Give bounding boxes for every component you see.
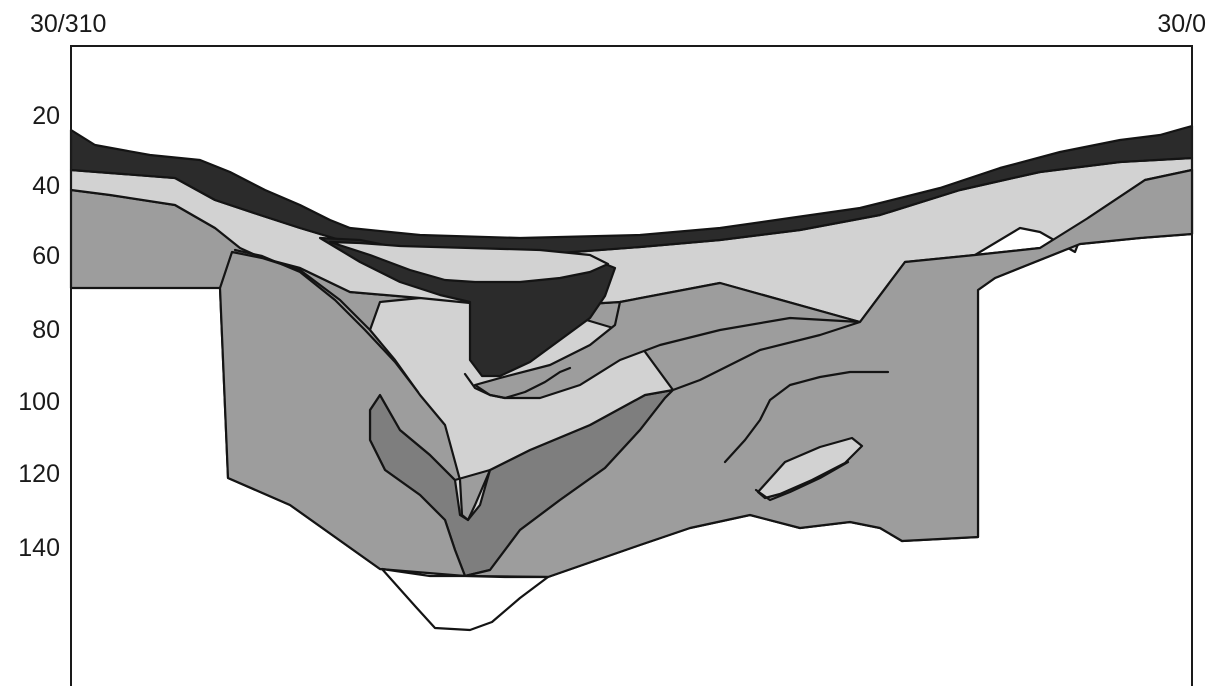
- depth-tick: 40: [32, 172, 60, 200]
- depth-tick: 140: [18, 534, 60, 562]
- corner-label-right: 30/0: [1157, 10, 1206, 38]
- depth-tick: 80: [32, 316, 60, 344]
- basal-white-fill: [382, 569, 548, 630]
- depth-tick: 120: [18, 460, 60, 488]
- depth-tick: 60: [32, 242, 60, 270]
- depth-tick: 20: [32, 102, 60, 130]
- depth-tick: 100: [18, 388, 60, 416]
- depth-scale: 20 40 60 80 100 120 140: [18, 102, 60, 562]
- corner-label-left: 30/310: [30, 10, 106, 38]
